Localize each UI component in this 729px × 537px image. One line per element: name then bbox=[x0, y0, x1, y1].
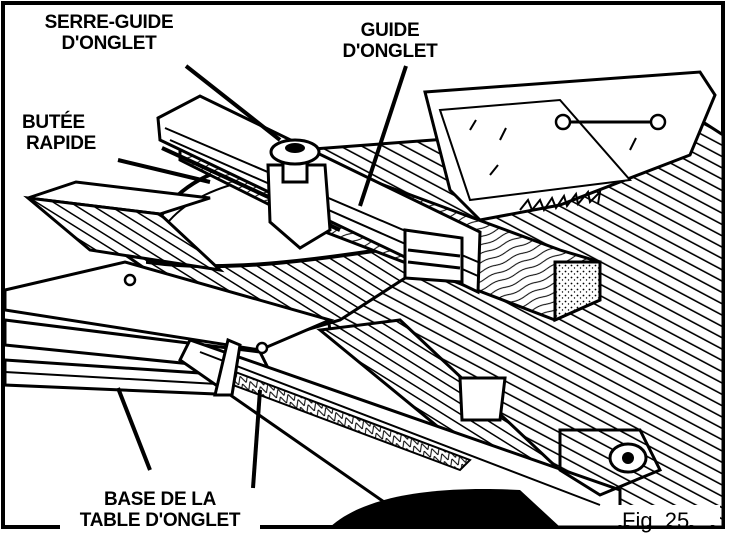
label-butee-rapide: BUTÉE RAPIDE bbox=[22, 112, 96, 154]
blade-slot bbox=[458, 376, 507, 422]
locking-lever bbox=[213, 337, 242, 397]
miter-base-rail bbox=[3, 260, 335, 352]
figure-number: Fig. 25 bbox=[622, 508, 690, 533]
label-base-table: BASE DE LA TABLE D'ONGLET bbox=[79, 489, 241, 531]
saw-blade bbox=[519, 189, 602, 213]
saw-base bbox=[330, 489, 560, 527]
leader-base-2 bbox=[251, 389, 262, 489]
leader-serre-guide bbox=[184, 64, 282, 142]
leader-base-1 bbox=[116, 387, 152, 471]
leader-butee bbox=[117, 158, 211, 184]
fence-clamp bbox=[266, 163, 332, 250]
label-serre-guide: SERRE-GUIDE D'ONGLET bbox=[44, 12, 174, 54]
leader-guide bbox=[358, 65, 408, 207]
label-guide-onglet: GUIDE D'ONGLET bbox=[342, 20, 438, 62]
quick-stop-block bbox=[403, 228, 464, 284]
